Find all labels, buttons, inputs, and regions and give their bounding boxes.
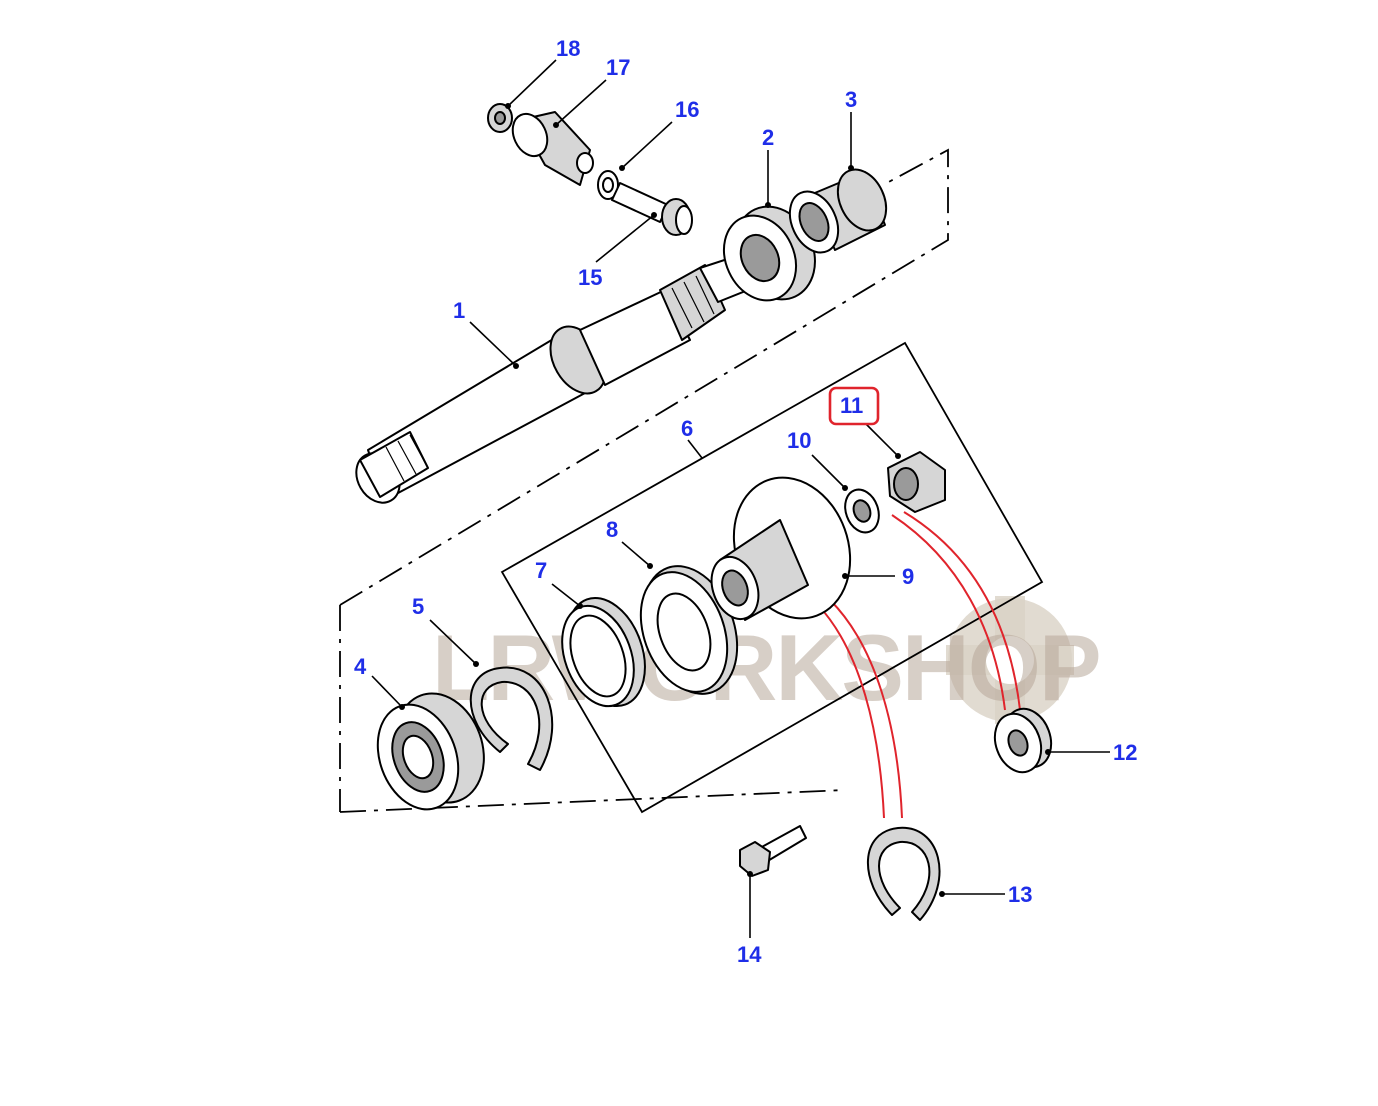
callout-3[interactable]: 3 — [845, 87, 857, 112]
callout-17[interactable]: 17 — [606, 55, 630, 80]
part-11-nut — [887, 451, 946, 513]
kit-6-outline — [500, 341, 1044, 814]
part-18-nut — [487, 103, 513, 133]
callout-5[interactable]: 5 — [412, 594, 424, 619]
leader-lines — [371, 59, 1110, 938]
callout-10[interactable]: 10 — [787, 428, 811, 453]
part-10-washer — [844, 488, 880, 534]
part-1-shaft — [355, 249, 769, 504]
part-15-pinion — [611, 182, 693, 236]
callout-2[interactable]: 2 — [762, 125, 774, 150]
watermark-text: LRWORKSHOP — [432, 615, 1100, 720]
part-3-sleeve — [788, 168, 888, 254]
highlight-box-11 — [828, 386, 880, 426]
callout-9[interactable]: 9 — [902, 564, 914, 589]
callout-7[interactable]: 7 — [535, 558, 547, 583]
part-9-flange — [710, 476, 852, 621]
assembly-outline — [339, 148, 949, 813]
part-17-housing — [511, 111, 594, 186]
part-8-shield — [639, 565, 739, 695]
callout-8[interactable]: 8 — [606, 517, 618, 542]
callout-12[interactable]: 12 — [1113, 740, 1137, 765]
callout-15[interactable]: 15 — [578, 265, 602, 290]
callout-6[interactable]: 6 — [681, 416, 693, 441]
callout-1[interactable]: 1 — [453, 298, 465, 323]
part-14-bolt — [739, 825, 807, 877]
callout-11[interactable]: 11 — [840, 393, 863, 418]
part-7-seal — [561, 596, 646, 708]
part-4-bearing — [376, 692, 485, 811]
part-5-circlip — [469, 666, 554, 771]
callout-18[interactable]: 18 — [556, 36, 580, 61]
callout-4[interactable]: 4 — [354, 654, 367, 679]
reference-lines — [817, 511, 1021, 819]
part-16-washer — [597, 170, 619, 200]
part-13-circlip — [867, 826, 941, 921]
watermark: LRWORKSHOP — [432, 596, 1102, 724]
callout-labels: 1 2 3 4 5 6 7 8 9 10 11 12 13 14 15 16 1… — [354, 36, 1137, 967]
part-12-spacer — [993, 707, 1053, 774]
callout-14[interactable]: 14 — [737, 942, 762, 967]
callout-16[interactable]: 16 — [675, 97, 699, 122]
callout-13[interactable]: 13 — [1008, 882, 1032, 907]
part-2-bearing — [723, 205, 816, 302]
